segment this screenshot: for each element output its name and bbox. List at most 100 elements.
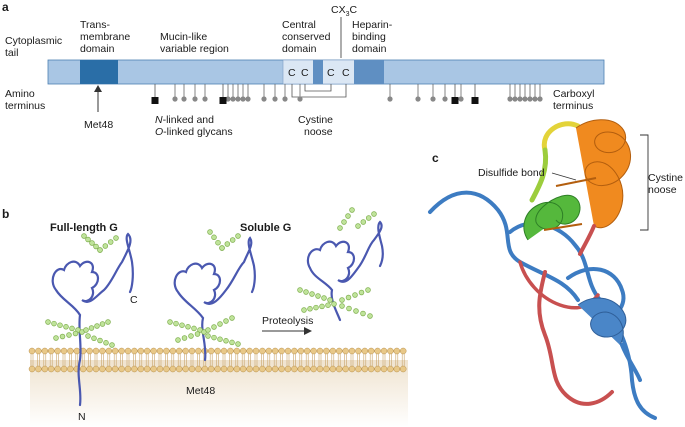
central-label-3: domain	[282, 43, 317, 55]
proteolysis-label: Proteolysis	[262, 315, 313, 327]
glycan-bead	[301, 307, 307, 313]
lipid-head	[86, 347, 93, 355]
proteolysis-arrow-head	[304, 327, 312, 335]
lipid-head	[35, 347, 42, 355]
lipid-head	[329, 365, 337, 373]
glycan-bead	[352, 292, 358, 298]
lipid-head	[380, 365, 388, 373]
glycan-markers	[151, 84, 543, 104]
lipid-head	[86, 365, 93, 373]
glycan-bead	[88, 325, 95, 331]
lipid-head	[335, 365, 343, 373]
cysteine-1: C	[288, 67, 296, 79]
lipid-head	[367, 365, 375, 373]
amino-label-1: Amino	[5, 88, 35, 100]
glycan-bead	[367, 313, 373, 319]
glycan-bead	[327, 297, 333, 303]
lipid-head	[239, 365, 247, 373]
panel-b: b Full-length G Soluble G C N Proteolysi…	[2, 207, 408, 427]
lipid-bilayer	[28, 347, 407, 373]
o-glycan-marker	[172, 96, 178, 102]
glycan-bead	[349, 207, 355, 213]
lipid-head	[73, 347, 81, 355]
lipid-head	[137, 365, 145, 373]
glycan-bead	[339, 297, 345, 303]
lipid-head	[214, 347, 221, 355]
glycan-bead	[53, 335, 59, 341]
lipid-head	[143, 347, 151, 355]
glycan-bead	[211, 324, 217, 330]
lipid-head	[131, 347, 138, 355]
yellow-green-link	[529, 147, 549, 203]
n-terminus-label: N	[78, 411, 86, 423]
mucin-label-2: variable region	[160, 43, 229, 55]
lipid-head	[150, 365, 157, 373]
glycan-bead	[188, 333, 194, 339]
lipid-head	[342, 347, 349, 355]
glycan-bead	[355, 223, 361, 229]
lipid-head	[387, 365, 394, 373]
glycan-bead	[102, 243, 109, 249]
lipid-head	[182, 365, 189, 373]
o-glycan-marker	[245, 96, 251, 102]
glycan-bead	[109, 342, 115, 348]
amino-label-2: terminus	[5, 100, 45, 112]
met48-label-a: Met48	[84, 119, 113, 131]
o-glycan-marker	[537, 96, 543, 102]
n-glycan-marker	[151, 97, 159, 104]
lipid-head	[259, 347, 266, 355]
lipid-head	[105, 365, 113, 373]
glycan-bead	[217, 321, 223, 327]
panel-c: c Disulfide bond Cystine noose	[428, 119, 683, 420]
lipid-head	[99, 347, 106, 355]
lipid-head	[303, 347, 311, 355]
n-glycan-marker	[471, 97, 479, 104]
glycan-bead	[181, 335, 188, 341]
glycan-bead	[229, 237, 236, 243]
lipid-head	[92, 347, 100, 355]
glycan-bead	[313, 304, 319, 311]
noose-label-a-1: Cystine	[298, 114, 333, 126]
lipid-head	[246, 347, 253, 355]
blue-helix	[577, 297, 627, 346]
glycan-bead	[358, 289, 365, 296]
lipid-head	[361, 347, 369, 355]
lipid-head	[111, 347, 119, 355]
lipid-head	[233, 365, 241, 373]
lipid-head	[118, 365, 125, 373]
lipid-head	[150, 347, 157, 355]
glycan-bead	[85, 333, 91, 339]
lipid-head	[278, 347, 285, 355]
mucin-label-1: Mucin-like	[160, 31, 207, 43]
o-glycan-marker	[261, 96, 267, 102]
glycan-bead	[205, 327, 211, 333]
lipid-head	[105, 347, 113, 355]
lipid-head	[111, 365, 119, 373]
lipid-head	[329, 347, 337, 355]
lipid-head	[252, 347, 260, 355]
cx3c-label: CX3C	[331, 4, 358, 18]
lipid-head	[297, 365, 305, 373]
glycan-chains	[45, 207, 377, 348]
glycan-bead	[107, 239, 114, 245]
o-glycan-marker	[225, 96, 231, 102]
lipid-head	[28, 365, 36, 373]
o-glycan-marker	[230, 96, 236, 102]
glycan-bead	[365, 215, 372, 221]
glycan-bead	[59, 333, 66, 340]
lipid-head	[35, 365, 42, 373]
cytoplasmic-tail-label-2: tail	[5, 47, 18, 59]
o-glycan-marker	[458, 96, 464, 102]
lipid-head	[239, 347, 247, 355]
glycan-bead	[337, 225, 343, 231]
o-glycan-marker	[430, 96, 436, 102]
glycan-bead	[303, 289, 309, 295]
central-label-2: conserved	[282, 31, 331, 43]
lipid-head	[220, 365, 228, 373]
lipid-head	[227, 365, 234, 373]
coil-strand-1	[428, 190, 580, 302]
lipid-head	[175, 347, 183, 355]
o-glycan-marker	[387, 96, 393, 102]
